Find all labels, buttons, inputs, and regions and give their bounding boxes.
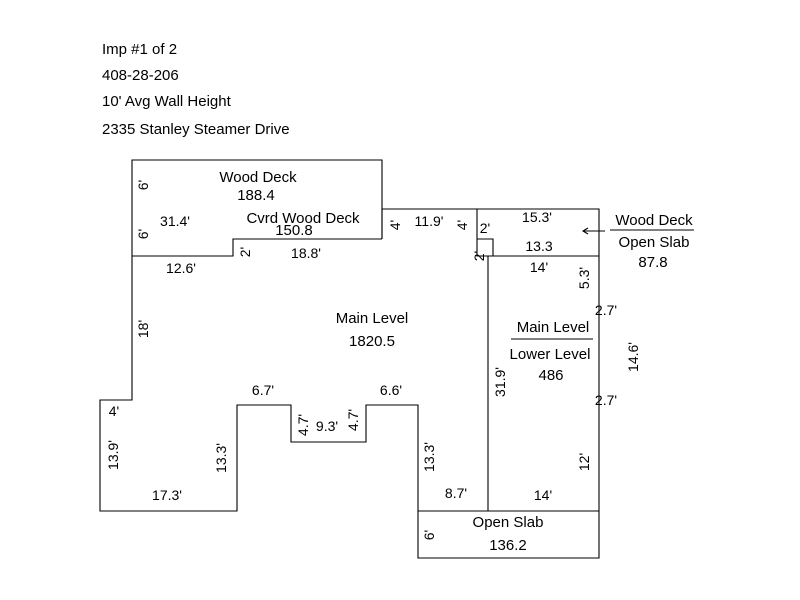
dim-13-3-right: 13.3'	[421, 442, 437, 472]
main-level-value: 1820.5	[349, 333, 395, 350]
dim-15-3: 15.3'	[522, 209, 552, 225]
dim-12-6: 12.6'	[166, 260, 196, 276]
dim-31-9: 31.9'	[492, 367, 508, 397]
dim-2-vert: 2'	[471, 251, 487, 261]
dim-4-right: 4'	[454, 220, 470, 230]
lower-level-value: 486	[538, 367, 563, 384]
parcel-id: 408-28-206	[102, 67, 179, 84]
dim-4-cvrd: 4'	[387, 220, 403, 230]
dim-6-7: 6.7'	[252, 382, 274, 398]
lower-main-label: Main Level	[517, 319, 590, 336]
outlines	[99, 159, 694, 559]
main-level-label: Main Level	[336, 310, 409, 327]
dim-13-9: 13.9'	[105, 440, 121, 470]
property-address: 2335 Stanley Steamer Drive	[102, 121, 290, 138]
right-deck-sublabel: Open Slab	[619, 234, 690, 251]
dim-6-cvrd: 6'	[135, 229, 151, 239]
wood-deck-label: Wood Deck	[219, 169, 297, 186]
dim-6-deck: 6'	[135, 180, 151, 190]
wood-deck-outline	[131, 159, 383, 239]
improvement-number: Imp #1 of 2	[102, 41, 178, 58]
covered-deck-outline	[132, 238, 382, 257]
covered-deck-value: 150.8	[275, 222, 313, 239]
wall-height-note: 10' Avg Wall Height	[102, 93, 231, 110]
dim-4-7-left: 4.7'	[295, 414, 311, 436]
right-deck-value: 87.8	[638, 254, 667, 271]
open-slab-value: 136.2	[489, 537, 527, 554]
dimension-labels: 31.4' 12.6' 18.8' 11.9' 2' 15.3' 13.3 14…	[105, 180, 641, 540]
dim-13-3-deck: 13.3	[525, 238, 552, 254]
dim-6-6: 6.6'	[380, 382, 402, 398]
dim-2-7-bottom: 2.7'	[595, 392, 617, 408]
dim-18-8: 18.8'	[291, 245, 321, 261]
dim-31-4: 31.4'	[160, 213, 190, 229]
covered-deck-label: Cvrd Wood Deck	[246, 210, 360, 227]
arrow-head	[581, 227, 589, 235]
dim-8-7: 8.7'	[445, 485, 467, 501]
area-labels: Wood Deck 188.4 Cvrd Wood Deck 150.8 Woo…	[219, 169, 693, 554]
dim-2-notch: 2'	[237, 247, 253, 257]
lower-level-outline	[488, 255, 600, 512]
open-slab-outline	[417, 511, 600, 559]
dim-12: 12'	[576, 453, 592, 471]
dim-14-6: 14.6'	[625, 342, 641, 372]
dim-18: 18'	[135, 320, 151, 338]
dim-14-top: 14'	[530, 259, 548, 275]
dim-17-3: 17.3'	[152, 487, 182, 503]
dim-14-bottom: 14'	[534, 487, 552, 503]
wood-deck-value: 188.4	[237, 187, 275, 204]
dim-2-7-top: 2.7'	[595, 302, 617, 318]
main-level-outline	[99, 208, 489, 512]
lower-level-label: Lower Level	[510, 346, 591, 363]
dim-4-7-right: 4.7'	[345, 409, 361, 431]
dim-13-3-left: 13.3'	[213, 443, 229, 473]
dim-6-slab: 6'	[421, 530, 437, 540]
open-slab-label: Open Slab	[473, 514, 544, 531]
dim-5-3: 5.3'	[576, 267, 592, 289]
dim-4-left: 4'	[109, 403, 119, 419]
dim-9-3: 9.3'	[316, 418, 338, 434]
dim-2-small: 2'	[480, 220, 490, 236]
right-deck-label: Wood Deck	[615, 212, 693, 229]
dim-11-9: 11.9'	[415, 213, 444, 229]
